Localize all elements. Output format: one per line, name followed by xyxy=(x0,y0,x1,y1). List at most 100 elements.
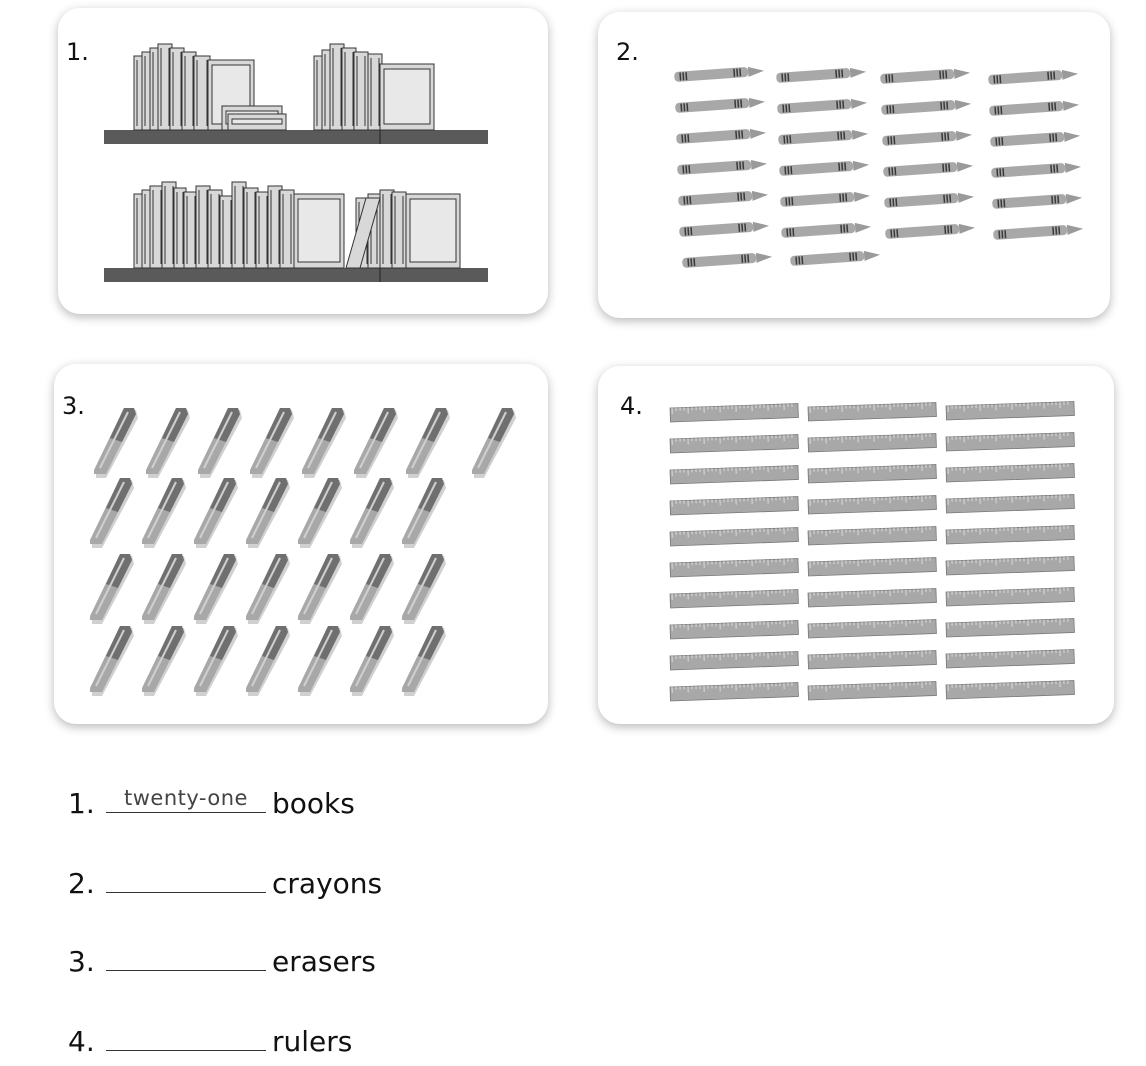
eraser-icon xyxy=(198,408,242,478)
crayon-icon xyxy=(883,161,974,177)
crayon-icon xyxy=(679,221,770,237)
eraser-icon xyxy=(246,478,290,548)
answer-blank[interactable]: twenty-one xyxy=(106,780,266,813)
ruler-icon xyxy=(807,619,937,639)
eraser-icon xyxy=(350,626,394,696)
book-icon xyxy=(243,187,259,269)
book-icon xyxy=(353,51,369,131)
crayon-icon xyxy=(676,128,767,144)
eraser-icon xyxy=(354,408,398,478)
ruler-icon xyxy=(807,526,937,546)
card-number: 1. xyxy=(66,38,89,66)
eraser-icon xyxy=(146,408,190,478)
crayon-icon xyxy=(881,99,972,115)
crayon-icon xyxy=(682,252,773,268)
ruler-icon xyxy=(669,434,799,454)
eraser-icon xyxy=(350,554,394,624)
crayon-icon xyxy=(675,97,766,113)
crayon-icon xyxy=(991,162,1082,178)
eraser-icon xyxy=(246,554,290,624)
book-icon xyxy=(149,185,165,269)
eraser-icon xyxy=(302,408,346,478)
card-number: 2. xyxy=(616,38,639,66)
answer-number: 2. xyxy=(68,867,95,900)
crayon-icon xyxy=(988,69,1079,85)
ruler-icon xyxy=(807,681,937,701)
ruler-icon xyxy=(669,620,799,640)
eraser-icon xyxy=(406,408,450,478)
crayon-icon xyxy=(993,224,1084,240)
eraser-icon xyxy=(402,478,446,548)
crayon-icon xyxy=(678,190,769,206)
answer-row-3: 3.erasers xyxy=(68,938,376,978)
ruler-icon xyxy=(669,589,799,609)
answer-blank[interactable] xyxy=(106,938,266,971)
card-books: 1. xyxy=(58,8,548,314)
book-icon xyxy=(207,189,223,269)
eraser-icon xyxy=(350,478,394,548)
crayon-icon xyxy=(885,223,976,239)
book-icon xyxy=(379,63,435,131)
card-number: 4. xyxy=(620,392,643,420)
answer-noun: rulers xyxy=(272,1025,353,1058)
ruler-icon xyxy=(807,433,937,453)
crayon-icon xyxy=(779,160,870,176)
ruler-icon xyxy=(945,556,1075,576)
ruler-icon xyxy=(669,403,799,423)
books-illustration xyxy=(104,43,488,282)
ruler-icon xyxy=(669,682,799,702)
answer-noun: crayons xyxy=(272,867,383,900)
eraser-icon xyxy=(90,478,134,548)
answer-noun: books xyxy=(272,787,355,820)
book-icon xyxy=(157,43,173,131)
crayon-icon xyxy=(880,68,971,84)
crayon-icon xyxy=(992,193,1083,209)
ruler-icon xyxy=(945,494,1075,514)
answer-blank[interactable] xyxy=(106,1018,266,1051)
eraser-icon xyxy=(194,626,238,696)
eraser-icon xyxy=(402,554,446,624)
eraser-icon xyxy=(298,554,342,624)
book-icon xyxy=(367,53,383,131)
crayon-icon xyxy=(777,98,868,114)
eraser-icon xyxy=(194,478,238,548)
book-icon xyxy=(219,195,235,269)
card-rulers: 4. xyxy=(598,366,1114,724)
eraser-icon xyxy=(142,626,186,696)
eraser-icon xyxy=(94,408,138,478)
crayon-icon xyxy=(882,130,973,146)
crayon-icon xyxy=(778,129,869,145)
ruler-icon xyxy=(807,557,937,577)
eraser-icon xyxy=(250,408,294,478)
answer-blank[interactable] xyxy=(106,860,266,893)
eraser-icon xyxy=(298,478,342,548)
book-icon xyxy=(161,181,177,269)
ruler-icon xyxy=(669,496,799,516)
ruler-icon xyxy=(807,464,937,484)
book-icon xyxy=(345,197,381,269)
card-crayons: 2. xyxy=(598,12,1110,318)
ruler-icon xyxy=(807,650,937,670)
crayon-icon xyxy=(780,191,871,207)
answer-number: 4. xyxy=(68,1025,95,1058)
book-icon xyxy=(267,185,283,269)
eraser-icon xyxy=(142,554,186,624)
card-number: 3. xyxy=(62,392,85,420)
ruler-icon xyxy=(669,651,799,671)
answer-text: twenty-one xyxy=(124,786,248,810)
book-icon xyxy=(181,51,197,131)
ruler-icon xyxy=(945,649,1075,669)
shelf xyxy=(104,268,488,282)
book-icon xyxy=(391,191,407,269)
answer-number: 3. xyxy=(68,945,95,978)
eraser-icon xyxy=(90,554,134,624)
crayon-icon xyxy=(989,100,1080,116)
erasers-illustration xyxy=(90,408,516,696)
crayon-icon xyxy=(790,250,881,266)
rulers-illustration xyxy=(669,401,1075,702)
crayon-icon xyxy=(990,131,1081,147)
crayon-icon xyxy=(674,66,765,82)
ruler-icon xyxy=(807,588,937,608)
eraser-icon xyxy=(90,626,134,696)
